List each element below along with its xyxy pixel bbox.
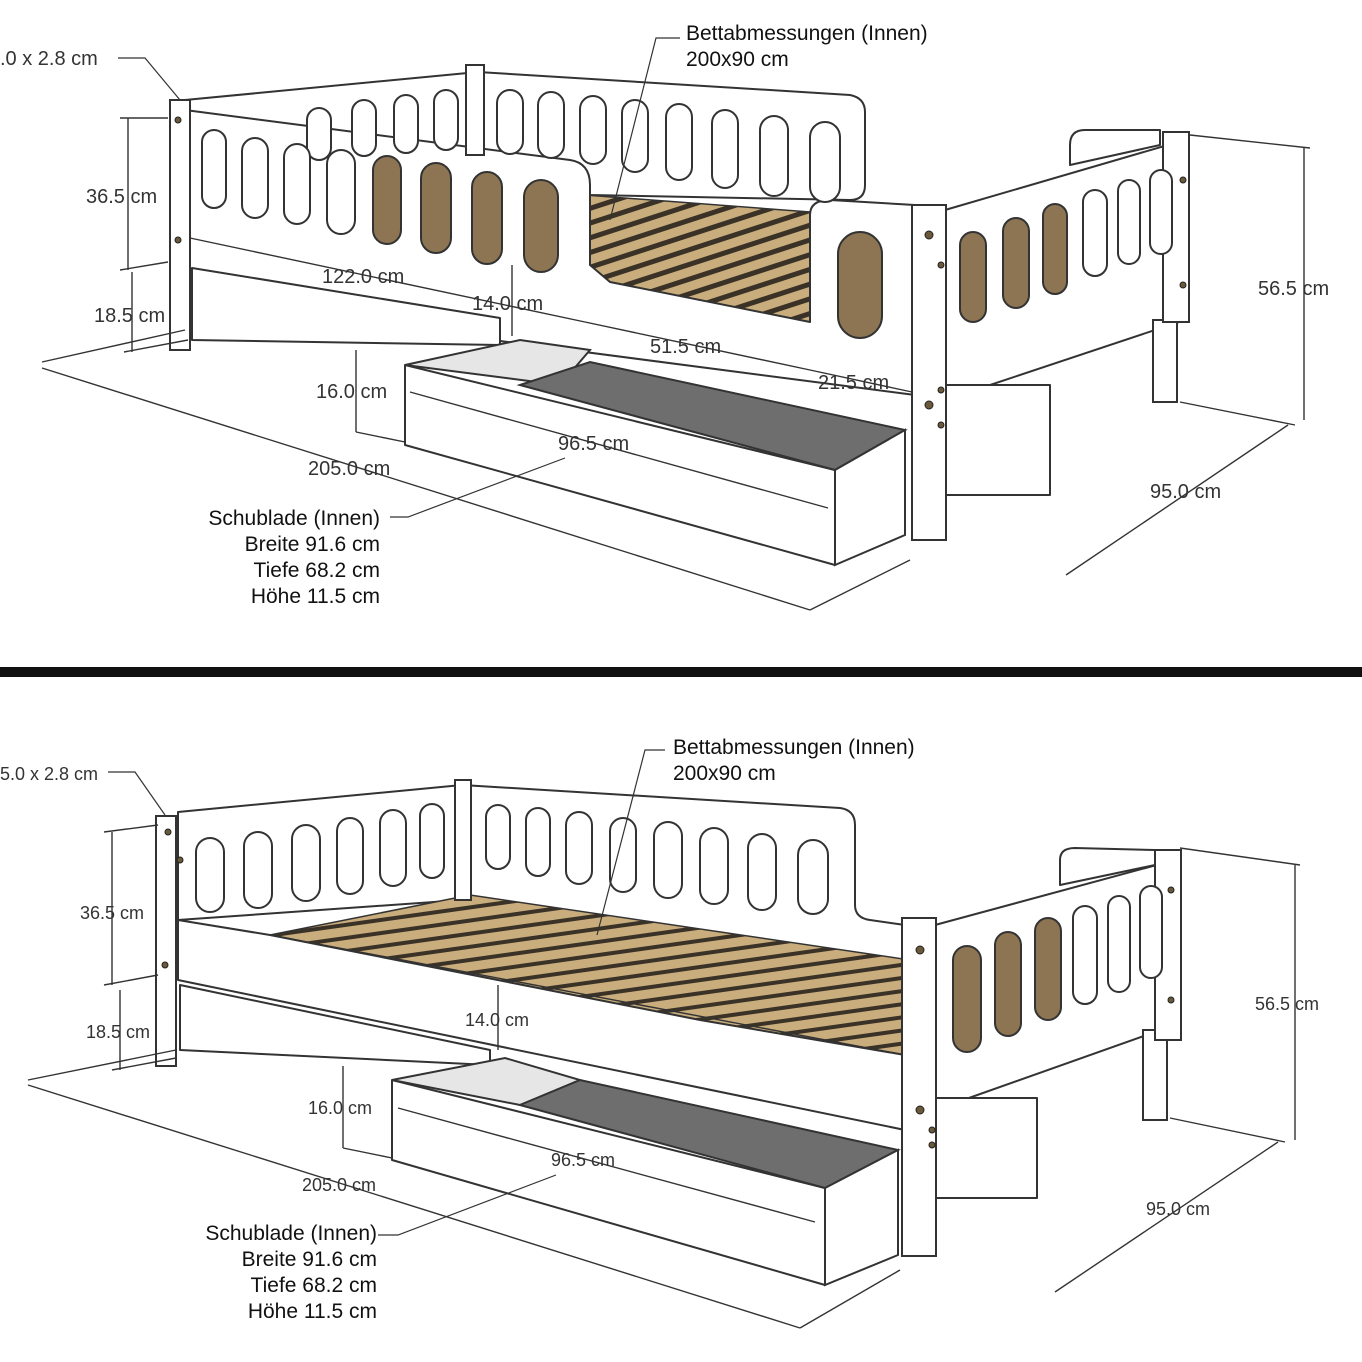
top-drawer-panel-light [404,338,592,387]
top-dimension-lines [41,37,1311,611]
bottom-drawer-width: Breite 91.6 cm [242,1248,377,1271]
bottom-drawer-depth: Tiefe 68.2 cm [251,1274,377,1297]
bottom-post-size-label: 5.0 x 2.8 cm [0,764,98,784]
bottom-bed-dims-value: 200x90 cm [673,762,776,785]
bottom-drawer-height-label: 16.0 cm [308,1098,372,1118]
top-drawer-inner-height: Höhe 11.5 cm [251,585,380,608]
bottom-end-holes [952,885,1163,1053]
top-rail-height-label: 36.5 cm [86,186,157,208]
section-divider [0,667,1362,677]
bottom-back-right-leg [1142,1029,1168,1121]
bottom-drawer-title: Schublade (Innen) [205,1222,377,1245]
top-drawer-height-label: 16.0 cm [316,381,387,403]
top-drawing [41,37,1311,611]
bottom-back-holes [195,803,829,915]
bottom-leg-height-label: 18.5 cm [86,1022,150,1042]
bottom-bolts [161,828,1175,1149]
top-total-height-label: 56.5 cm [1258,278,1329,300]
top-end-holes [959,169,1173,323]
top-drawer-depth: Tiefe 68.2 cm [254,559,380,582]
top-gap-height-label: 14.0 cm [472,293,543,315]
top-drawer-side [834,428,906,567]
bottom-front-left-post [155,815,177,1067]
bottom-bed-dims-title: Bettabmessungen (Innen) [673,736,915,759]
top-front-mid-post [465,64,485,156]
top-rail-length-label: 122.0 cm [322,266,404,288]
bottom-front-mid-post [454,779,472,901]
bottom-gap-height-label: 14.0 cm [465,1010,529,1030]
top-bed-dims-value: 200x90 cm [686,48,789,71]
top-opening-width-label: 51.5 cm [650,336,721,358]
bottom-drawer-side [824,1148,899,1287]
top-drawer-width: Breite 91.6 cm [245,533,380,556]
top-front-left-post [169,99,191,351]
bottom-total-length-label: 205.0 cm [302,1175,376,1195]
bottom-dimension-lines [27,749,1301,1329]
top-end-headboard [1069,129,1161,166]
top-total-length-label: 205.0 cm [308,458,390,480]
bottom-rail-edge [269,934,906,1056]
bottom-total-height-label: 56.5 cm [1255,994,1319,1014]
top-total-width-label: 95.0 cm [1150,481,1221,503]
bottom-front-right-post [901,917,937,1257]
bottom-drawer-back [934,1097,1038,1199]
top-end-width-label: 21.5 cm [818,372,889,394]
top-bolts [174,116,1187,429]
bottom-drawer-length-label: 96.5 cm [551,1150,615,1170]
top-labels: .0 x 2.8 cm Bettabmessungen (Innen) 200x… [0,22,1329,608]
bottom-labels: 5.0 x 2.8 cm Bettabmessungen (Innen) 200… [0,736,1319,1323]
top-post-size-label: .0 x 2.8 cm [0,48,98,70]
top-drawer-title: Schublade (Innen) [208,507,380,530]
top-leg-height-label: 18.5 cm [94,305,165,327]
bottom-total-width-label: 95.0 cm [1146,1199,1210,1219]
top-drawer-length-label: 96.5 cm [558,433,629,455]
bottom-drawing [27,749,1301,1329]
top-front-right-post [911,204,947,541]
top-drawer-back [944,384,1051,496]
bottom-rail-height-label: 36.5 cm [80,903,144,923]
top-bed-dims-title: Bettabmessungen (Innen) [686,22,928,45]
top-front-holes [201,129,883,339]
top-back-right-leg [1152,319,1178,403]
bottom-drawer-inner-height: Höhe 11.5 cm [248,1300,377,1323]
top-back-holes [306,89,841,203]
